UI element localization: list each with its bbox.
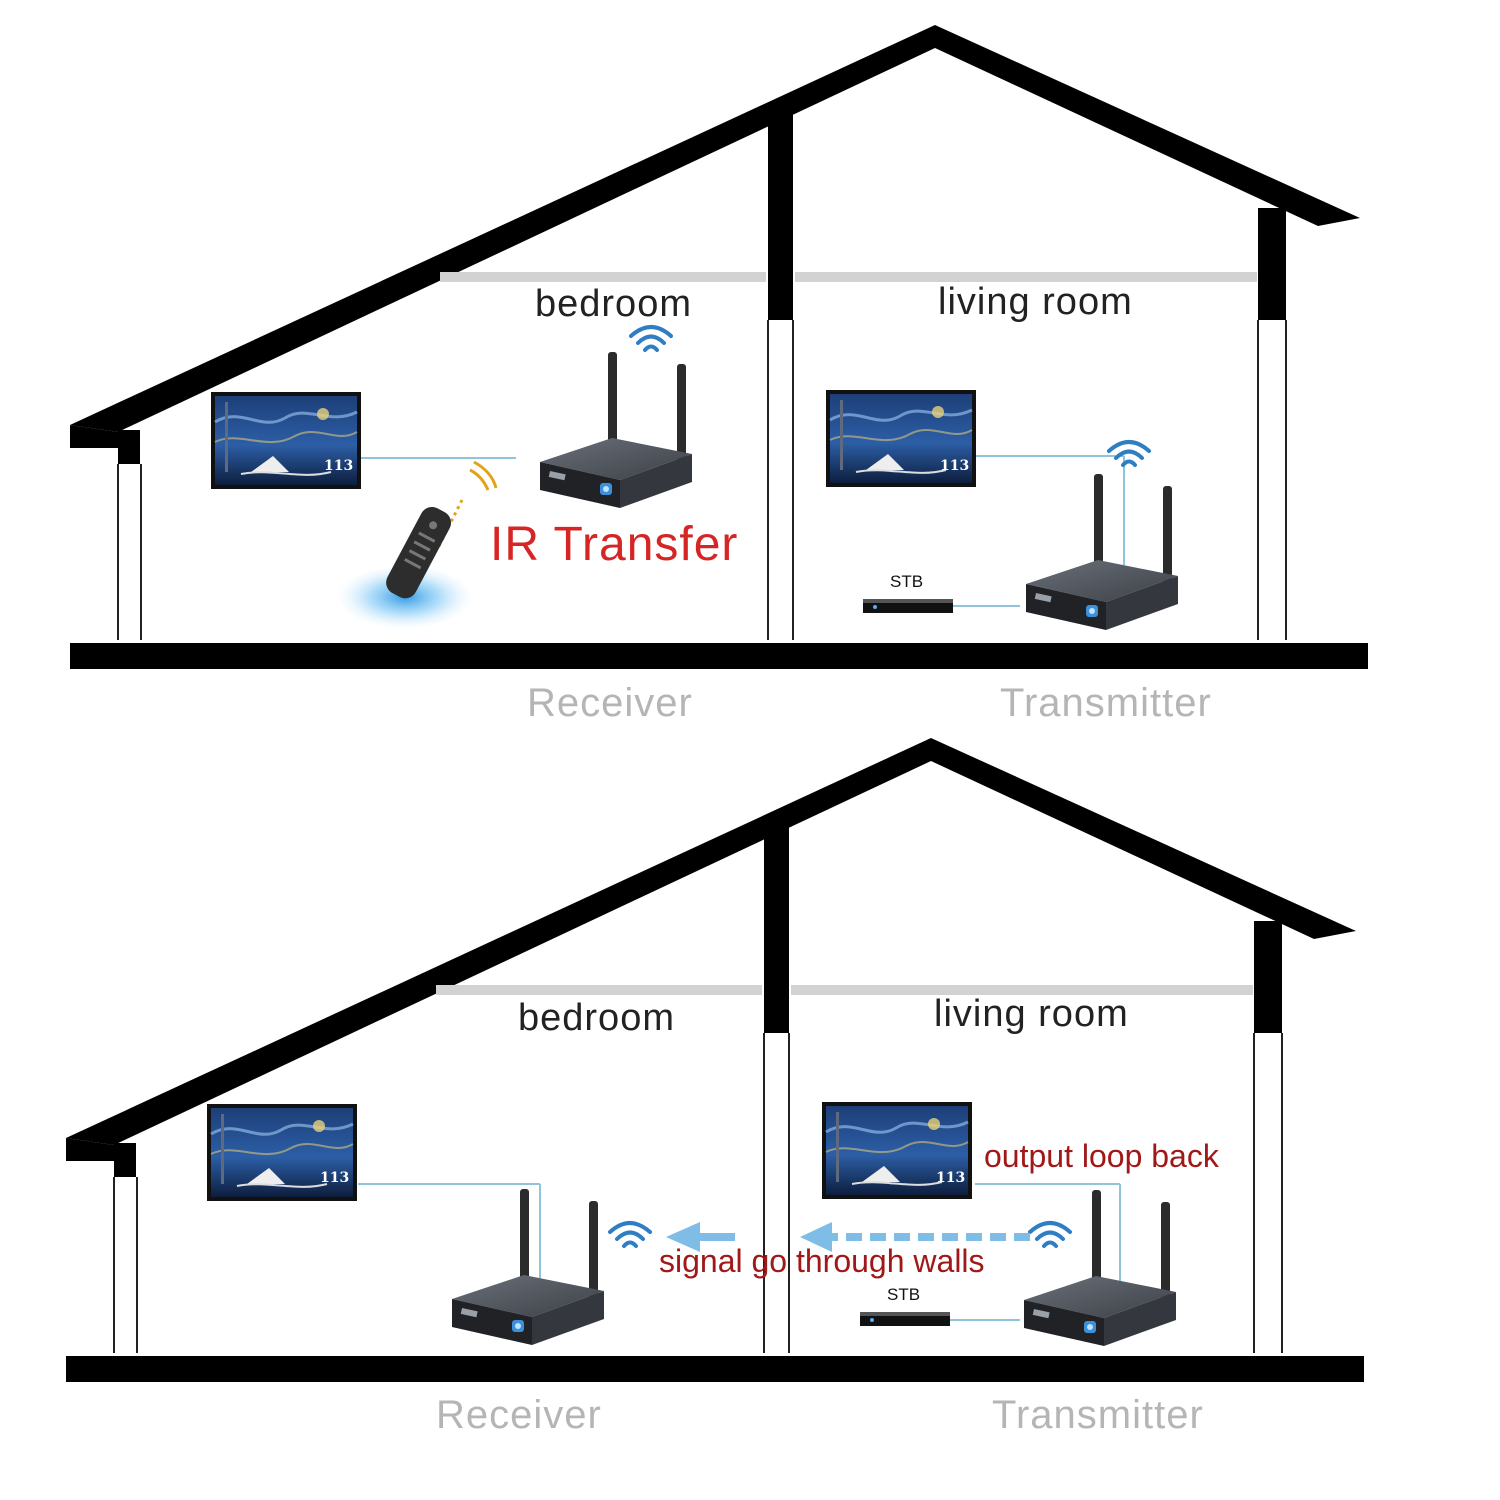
wifi-signal-icon xyxy=(608,1221,652,1248)
signal-through-walls-label: signal go through walls xyxy=(659,1243,985,1279)
living-room-label: living room xyxy=(938,281,1133,323)
arrow-left-icon xyxy=(666,1222,735,1252)
tv-screen-icon xyxy=(209,390,363,491)
router-device-icon xyxy=(1026,474,1178,630)
stb-label: STB xyxy=(887,1285,920,1304)
tv-number: 113 xyxy=(940,458,969,474)
set-top-box-icon xyxy=(860,1312,950,1326)
wifi-signal-icon xyxy=(1107,440,1151,467)
bedroom-label: bedroom xyxy=(518,997,675,1039)
set-top-box-icon xyxy=(863,599,953,613)
living-room-label: living room xyxy=(934,993,1129,1035)
remote-control-icon xyxy=(337,460,498,629)
router-device-icon xyxy=(452,1189,604,1345)
stb-label: STB xyxy=(890,572,923,591)
house-bottom: 113 113 STB bedroom living room output l… xyxy=(65,737,1365,1437)
house-top: 113 113 STB bedroom living r xyxy=(69,24,1369,725)
transmitter-label: Transmitter xyxy=(992,1393,1204,1437)
wifi-signal-icon xyxy=(629,325,673,352)
wifi-signal-icon xyxy=(1028,1221,1072,1248)
tv-number: 113 xyxy=(936,1170,965,1186)
transmitter-label: Transmitter xyxy=(1000,681,1212,725)
ir-transfer-label: IR Transfer xyxy=(490,518,738,571)
receiver-label: Receiver xyxy=(436,1393,602,1437)
tv-number: 113 xyxy=(324,458,353,474)
tv-number: 113 xyxy=(320,1170,349,1186)
router-device-icon xyxy=(540,352,692,508)
receiver-label: Receiver xyxy=(527,681,693,725)
house-outline xyxy=(69,24,1369,670)
router-device-icon xyxy=(1024,1190,1176,1346)
tv-screen-icon xyxy=(205,1102,359,1203)
output-loop-back-label: output loop back xyxy=(984,1138,1220,1174)
bedroom-label: bedroom xyxy=(535,283,692,325)
arrow-left-icon xyxy=(800,1222,1030,1252)
